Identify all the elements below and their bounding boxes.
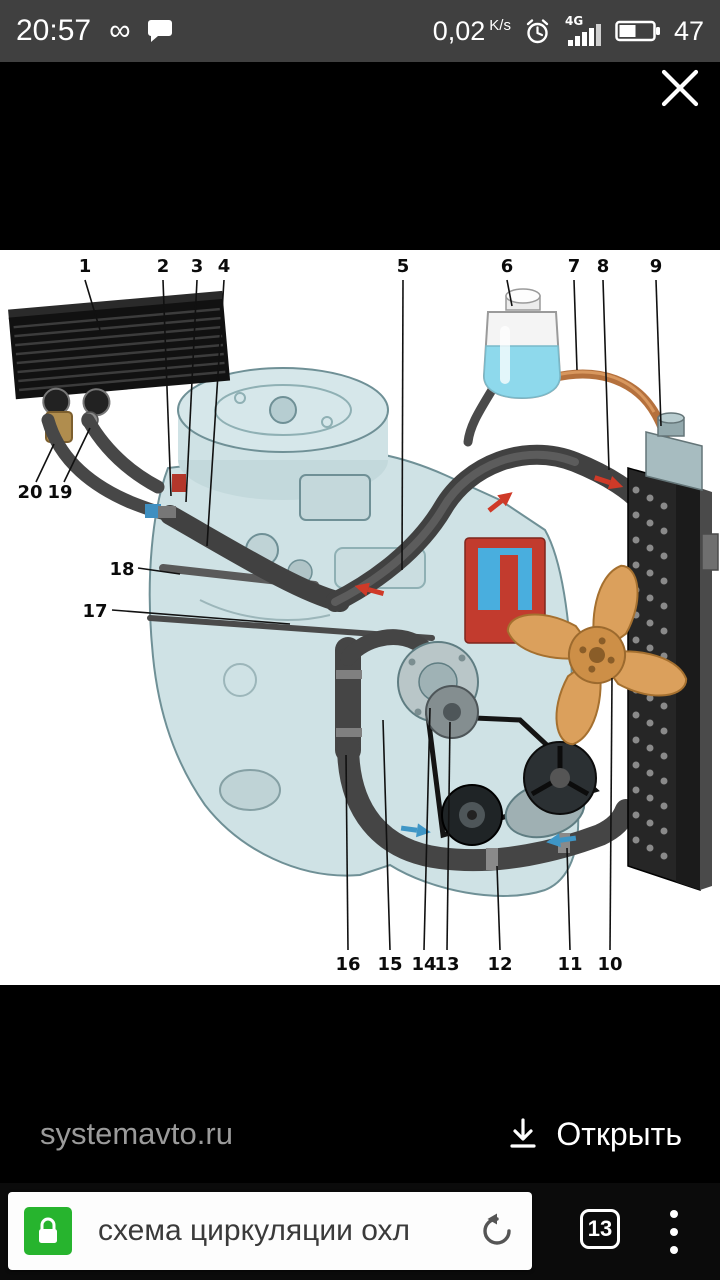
cooling-diagram: 1 2 3 4 5 6 7 8 9 20 19 18 17 16 15 14 1…: [8, 256, 719, 975]
callout-label: 20: [17, 482, 42, 503]
close-icon: [661, 69, 699, 107]
callout-label: 8: [597, 256, 610, 277]
callout-label: 6: [501, 256, 514, 277]
callout-label: 14: [411, 954, 436, 975]
lock-icon: [39, 1217, 57, 1243]
battery-icon: [615, 19, 661, 43]
refresh-icon: [483, 1213, 511, 1245]
callout-label: 10: [597, 954, 622, 975]
callout-label: 13: [434, 954, 459, 975]
browser-menu-button[interactable]: [670, 1210, 678, 1254]
expansion-tank: [482, 288, 562, 400]
alarm-icon: [524, 18, 551, 45]
site-name: systemavto.ru: [40, 1116, 233, 1151]
pulleys: [425, 685, 597, 846]
flow-arrows: [354, 475, 624, 848]
open-button[interactable]: Открыть: [508, 1116, 682, 1153]
download-icon: [510, 1118, 536, 1148]
search-query[interactable]: схема циркуляции охл: [98, 1214, 411, 1247]
chat-bubble-icon: [148, 18, 176, 44]
cooling-fan: [506, 564, 688, 746]
battery-percent: 47: [673, 15, 704, 46]
signal-icon: 4G: [564, 15, 602, 47]
callout-label: 16: [335, 954, 360, 975]
menu-dot: [670, 1210, 678, 1218]
callout-labels: 1 2 3 4 5 6 7 8 9 20 19 18 17 16 15 14 1…: [17, 256, 662, 975]
callout-label: 12: [487, 954, 512, 975]
image-viewer-content[interactable]: 1 2 3 4 5 6 7 8 9 20 19 18 17 16 15 14 1…: [0, 250, 720, 985]
callout-label: 2: [157, 256, 170, 277]
callout-label: 11: [557, 954, 582, 975]
speed-unit: K/s: [489, 16, 511, 34]
heater-core: [8, 290, 231, 417]
status-bar: 20:57 ∞ 0,02 K/s 4G: [0, 0, 720, 62]
callout-label: 15: [377, 954, 402, 975]
infinity-icon: ∞: [109, 14, 131, 47]
network-speed: 0,02 K/s: [432, 15, 511, 46]
copper-pipe: [550, 369, 671, 443]
status-right-group: 0,02 K/s 4G: [433, 15, 704, 47]
open-button-label: Открыть: [556, 1115, 682, 1152]
callout-label: 4: [218, 256, 231, 277]
close-button[interactable]: [656, 64, 704, 112]
callout-lines: [35, 279, 662, 951]
secure-site-badge[interactable]: [24, 1207, 72, 1255]
menu-dot: [670, 1246, 678, 1254]
refresh-button[interactable]: [478, 1212, 516, 1250]
tab-switcher-button[interactable]: 13: [580, 1209, 620, 1249]
address-bar[interactable]: схема циркуляции охл: [8, 1192, 532, 1270]
callout-label: 3: [191, 256, 204, 277]
callout-label: 9: [650, 256, 663, 277]
copper-pipe-highlight: [551, 370, 656, 413]
callout-label: 5: [397, 256, 410, 277]
page-info-bar: systemavto.ru Открыть: [0, 1100, 720, 1168]
browser-bar: схема циркуляции охл 13: [0, 1183, 720, 1280]
callout-label: 7: [568, 256, 581, 277]
menu-dot: [670, 1228, 678, 1236]
callout-label: 18: [109, 559, 134, 580]
callout-label: 19: [47, 482, 72, 503]
tab-count: 13: [587, 1216, 613, 1241]
callout-label: 1: [79, 256, 92, 277]
callout-label: 17: [82, 601, 107, 622]
clock-time: 20:57: [16, 14, 92, 47]
network-type-label: 4G: [565, 15, 583, 28]
